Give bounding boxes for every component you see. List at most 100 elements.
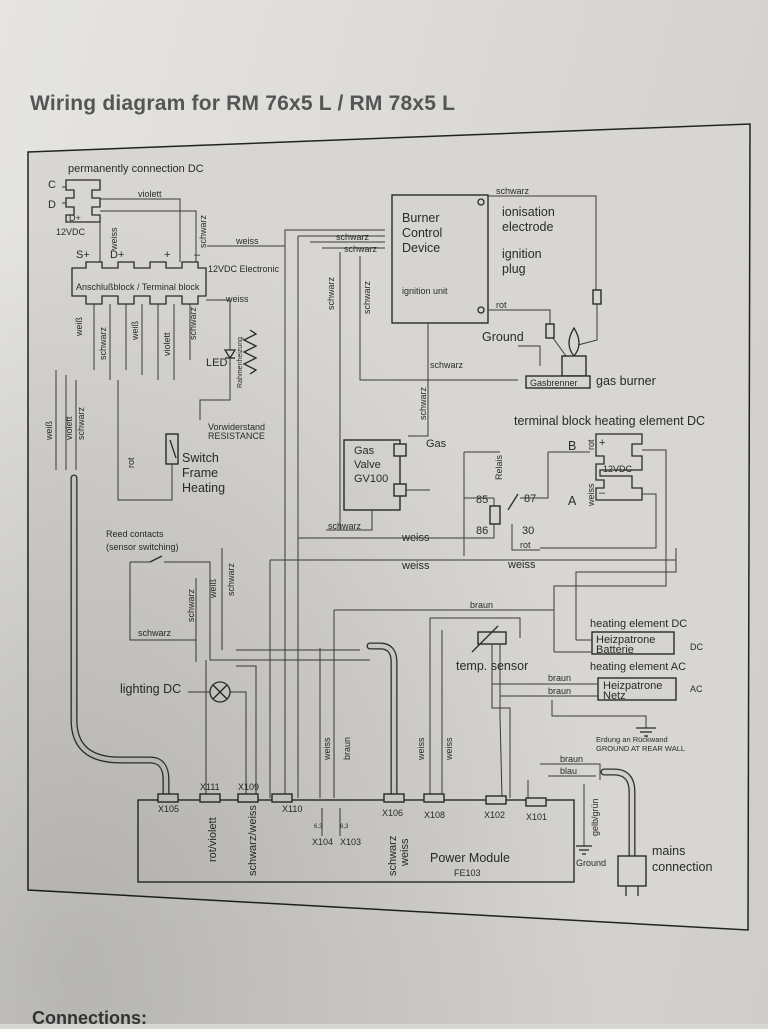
wire-label-schwarz-v3: schwarz xyxy=(418,386,428,420)
wire-label-schwarz-v2: schwarz xyxy=(362,280,372,314)
burner-ignition-unit: ignition unit xyxy=(402,286,448,296)
reed-line1: Reed contacts xyxy=(106,529,164,539)
heating-ac-suffix: AC xyxy=(690,684,703,694)
weiss-label-electronic: weiss xyxy=(225,294,249,304)
wire-label-schwarz-bcd1: schwarz xyxy=(336,232,370,242)
vert-label-weiss-2: weiss xyxy=(416,737,426,761)
heating-block-plus: + xyxy=(599,437,605,449)
power-module-line2: FE103 xyxy=(454,868,481,878)
terminal-s-plus: S+ xyxy=(76,249,90,261)
power-module-line1: Power Module xyxy=(430,851,510,865)
heating-dc-box2: Batterie xyxy=(596,644,634,656)
module-label-rot-violett: rot/violett xyxy=(207,817,219,862)
module-label-schwarz-weiss: schwarz/weiss xyxy=(247,805,259,876)
module-label-weiss: weiss xyxy=(399,838,411,867)
connector-x105: X105 xyxy=(158,804,179,814)
connections-heading: Connections: xyxy=(32,1008,147,1028)
connector-x106: X106 xyxy=(382,808,403,818)
connector-x102: X102 xyxy=(484,810,505,820)
relay-coil xyxy=(489,505,501,525)
heating-block-b: B xyxy=(568,439,576,453)
dc-voltage: 12VDC xyxy=(56,227,86,237)
bundle-label-weiss: weiß xyxy=(44,420,54,441)
reed-wire-weiss-v: weiß xyxy=(208,578,218,599)
burner-line2: Control xyxy=(402,226,442,240)
connector-v63a: 6,3 xyxy=(314,824,323,830)
resistor-line1: Vorwiderstand xyxy=(208,422,265,432)
wire-label-rot-burner: rot xyxy=(496,300,507,310)
reed-wire-schwarz-v: schwarz xyxy=(186,588,196,622)
gas-valve-line3: GV100 xyxy=(354,473,388,485)
ignition-line2: plug xyxy=(502,262,526,276)
wire-label-schwarz-top: schwarz xyxy=(198,214,208,248)
earth-line1: Erdung an Rückwand xyxy=(596,735,668,744)
relay-85: 85 xyxy=(476,494,488,506)
heating-block-rot: rot xyxy=(586,439,596,450)
connector-x104: X104 xyxy=(312,837,333,847)
connector-x110: X110 xyxy=(282,804,302,814)
relay-87: 87 xyxy=(524,493,536,505)
switch-frame-line2: Frame xyxy=(182,466,218,480)
wire-label-rot-left: rot xyxy=(126,457,136,468)
drop-label-schwarz-2: schwarz xyxy=(188,306,198,340)
heating-dc-suffix: DC xyxy=(690,642,703,652)
earth-line2: GROUND AT REAR WALL xyxy=(596,744,685,753)
heater-label: Rahmenheizung xyxy=(237,337,244,388)
gas-valve-gas: Gas xyxy=(426,438,447,450)
ionisation-line1: ionisation xyxy=(502,205,555,219)
led-label: LED xyxy=(206,357,227,369)
connector-x101: X101 xyxy=(526,812,547,822)
burner-line1: Burner xyxy=(402,211,440,225)
mains-plug xyxy=(617,855,647,887)
terminal-electronic: 12VDC Electronic xyxy=(208,264,280,274)
heating-block-minus: – xyxy=(599,487,606,499)
switch-frame-line1: Switch xyxy=(182,451,219,465)
wire-label-braun-mid: braun xyxy=(470,600,493,610)
heating-terminal-block xyxy=(595,433,643,501)
gasbrenner-label: Gasbrenner xyxy=(530,378,578,388)
drop-label-weiss-2: weiß xyxy=(130,320,140,341)
wire-label-weiss-right: weiss xyxy=(507,559,536,571)
switch-frame-line3: Heating xyxy=(182,481,225,495)
module-label-schwarz: schwarz xyxy=(387,836,399,876)
relay-label: Relais xyxy=(494,454,504,480)
wire-label-violett: violett xyxy=(138,189,162,199)
wire-label-weiss-mid: weiss xyxy=(401,560,430,572)
burner-ground-label: Ground xyxy=(482,330,524,344)
wire-label-schwarz-ion: schwarz xyxy=(496,186,530,196)
drop-label-schwarz-1: schwarz xyxy=(98,326,108,360)
relay-86: 86 xyxy=(476,525,488,537)
heating-block-a: A xyxy=(568,494,577,508)
reed-wire-schwarz-2: schwarz xyxy=(226,562,236,596)
terminal-plus: + xyxy=(164,249,170,261)
heating-dc-box1: Heizpatrone xyxy=(596,634,655,646)
dc-pin-dplus: D+ xyxy=(69,213,81,223)
lighting-label: lighting DC xyxy=(120,682,181,696)
wire-gelb-gruen: gelb/grün xyxy=(590,798,600,836)
vert-label-weiss-3: weiss xyxy=(444,737,454,761)
connector-x108: X108 xyxy=(424,810,445,820)
burner-line3: Device xyxy=(402,241,440,255)
relay-wire-weiss-1: weiss xyxy=(401,532,430,544)
connector-x109: X109 xyxy=(238,782,259,792)
wire-label-schwarz-gv: schwarz xyxy=(328,521,362,531)
burner-flame xyxy=(568,326,580,358)
gas-burner-label: gas burner xyxy=(596,374,656,388)
heater-symbol xyxy=(242,329,258,375)
relay-wire-rot: rot xyxy=(520,540,531,550)
heating-dc-label: heating element DC xyxy=(590,618,687,630)
bundle-label-violett: violett xyxy=(64,416,74,440)
ground-label: Ground xyxy=(576,858,606,868)
heating-ac-box2: Netz xyxy=(603,690,626,702)
terminal-d-plus: D+ xyxy=(110,249,124,261)
gas-valve-line2: Valve xyxy=(354,459,381,471)
vert-label-weiss-1: weiss xyxy=(322,737,332,761)
connector-x111: X111 xyxy=(200,782,220,792)
heating-dc-box xyxy=(591,631,675,655)
ionisation-line2: electrode xyxy=(502,220,553,234)
earth-ground-symbol xyxy=(636,727,656,737)
terminal-minus: – xyxy=(194,249,201,261)
dc-pin-d: D xyxy=(48,199,56,211)
connector-v63b: 6,3 xyxy=(340,824,349,830)
